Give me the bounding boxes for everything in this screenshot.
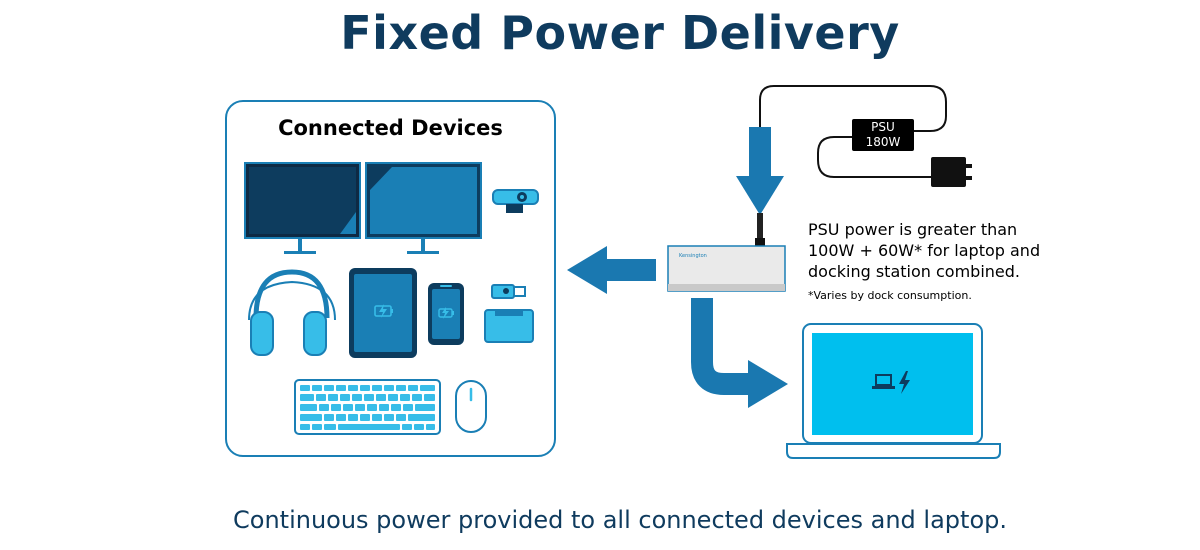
dock-brand-label: Kensington <box>679 253 707 259</box>
headphones-icon <box>248 269 336 356</box>
psu-label-line1: PSU <box>871 120 895 134</box>
arrow-to-devices <box>567 246 656 294</box>
wall-plug-icon <box>931 157 972 187</box>
laptop-icon <box>786 323 1001 459</box>
arrow-psu-to-dock <box>736 127 784 215</box>
docking-station-icon <box>667 245 786 292</box>
monitor-dark-icon <box>244 162 361 254</box>
keyboard-icon <box>294 379 441 435</box>
psu-cable <box>755 85 947 249</box>
usb-stick-icon <box>491 284 526 299</box>
psu-footnote: *Varies by dock consumption. <box>808 289 972 302</box>
phone-icon <box>428 283 464 345</box>
psu-label-line2: 180W <box>865 135 901 149</box>
diagram-caption: Continuous power provided to all connect… <box>233 506 1007 534</box>
psu-power-note: PSU power is greater than 100W + 60W* fo… <box>808 220 1041 281</box>
webcam-icon <box>492 189 539 213</box>
charging-battery-icon <box>374 304 393 318</box>
diagram-title: Fixed Power Delivery <box>340 6 900 60</box>
connected-devices-title: Connected Devices <box>278 116 503 140</box>
monitor-blue-icon <box>365 162 482 254</box>
arrow-to-laptop <box>691 298 788 408</box>
psu-label: PSU 180W <box>852 119 914 151</box>
tablet-icon <box>349 268 417 358</box>
mouse-icon <box>455 380 487 433</box>
charging-battery-icon <box>438 307 454 319</box>
external-drive-icon <box>484 309 534 343</box>
laptop-bolt-icon <box>872 371 910 394</box>
